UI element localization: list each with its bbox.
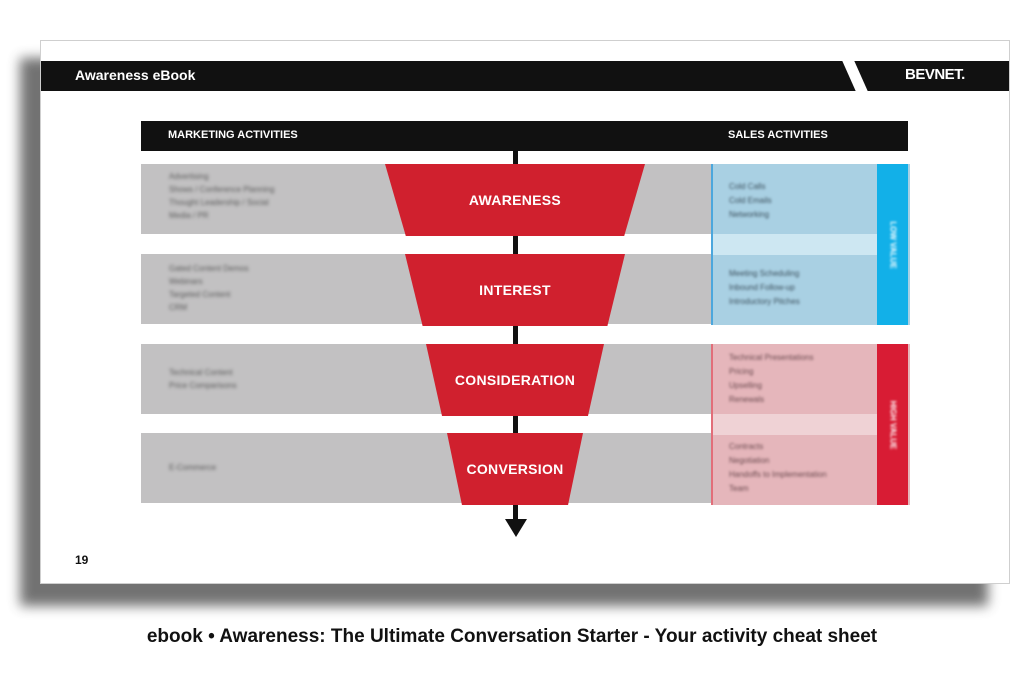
high-value-divider: [713, 414, 878, 435]
marketing-item: Shows / Conference Planning: [169, 185, 275, 194]
marketing-item: Technical Content: [169, 368, 233, 377]
bevnet-logo: BEVNET.: [905, 66, 965, 83]
funnel-stage-awareness: AWARENESS: [385, 164, 645, 236]
funnel-arrow-down-icon: [505, 519, 527, 537]
funnel-stage-label: INTEREST: [479, 282, 551, 298]
page-header-bar: Awareness eBook BEVNET.: [41, 55, 1009, 97]
sales-item: Introductory Pitches: [729, 297, 800, 306]
marketing-item: Webinars: [169, 277, 203, 286]
sales-item: Networking: [729, 210, 770, 219]
sales-item: Negotiation: [729, 456, 770, 465]
marketing-item: Price Comparisons: [169, 381, 237, 390]
marketing-item: Gated Content Demos: [169, 264, 249, 273]
marketing-item: Targeted Content: [169, 290, 231, 299]
sales-item: Cold Emails: [729, 196, 772, 205]
page-header-title: Awareness eBook: [75, 67, 196, 83]
funnel-axis-line: [513, 151, 518, 521]
funnel-stage-label: AWARENESS: [468, 192, 562, 208]
low-value-divider: [713, 234, 878, 255]
marketing-item: CRM: [169, 303, 188, 312]
sales-item: Technical Presentations: [729, 353, 814, 362]
marketing-item: Advertising: [169, 172, 209, 181]
sales-item: Pricing: [729, 367, 754, 376]
sales-item: Upselling: [729, 381, 762, 390]
column-header-bar: MARKETING ACTIVITIES SALES ACTIVITIES: [141, 121, 908, 151]
image-caption: ebook • Awareness: The Ultimate Conversa…: [146, 626, 878, 647]
sales-item: Cold Calls: [729, 182, 766, 191]
funnel-stage-interest: INTEREST: [405, 254, 625, 326]
funnel-stage-label: CONVERSION: [466, 461, 564, 477]
sales-list-conversion: Contracts Negotiation Handoffs to Implem…: [729, 440, 827, 496]
sales-item: Team: [729, 484, 749, 493]
high-value-label: HIGH VALUE: [888, 400, 897, 449]
sales-item: Handoffs to Implementation: [729, 470, 827, 479]
sales-list-interest: Meeting Scheduling Inbound Follow-up Int…: [729, 267, 800, 309]
ebook-page: Awareness eBook BEVNET. MARKETING ACTIVI…: [40, 40, 1010, 584]
sales-item: Renewals: [729, 395, 765, 404]
marketing-activities-heading: MARKETING ACTIVITIES: [168, 129, 298, 141]
funnel-stage-conversion: CONVERSION: [447, 433, 583, 505]
marketing-item: E-Commerce: [169, 463, 217, 472]
low-value-bar: LOW VALUE: [877, 164, 908, 325]
sales-item: Inbound Follow-up: [729, 283, 795, 292]
low-value-label: LOW VALUE: [888, 220, 897, 269]
sales-item: Contracts: [729, 442, 764, 451]
page-number: 19: [75, 553, 89, 567]
sales-item: Meeting Scheduling: [729, 269, 800, 278]
marketing-row-consideration: Technical Content Price Comparisons: [141, 344, 711, 414]
high-value-bar: HIGH VALUE: [877, 344, 908, 505]
sales-list-awareness: Cold Calls Cold Emails Networking: [729, 180, 772, 222]
marketing-item: Thought Leadership / Social: [169, 198, 269, 207]
sales-activities-heading: SALES ACTIVITIES: [728, 129, 828, 141]
funnel-stage-label: CONSIDERATION: [454, 372, 576, 388]
sales-list-consideration: Technical Presentations Pricing Upsellin…: [729, 351, 814, 407]
funnel-stage-consideration: CONSIDERATION: [426, 344, 604, 416]
marketing-row-conversion: E-Commerce: [141, 433, 711, 503]
header-notch: [839, 55, 871, 97]
marketing-item: Media / PR: [169, 211, 209, 220]
